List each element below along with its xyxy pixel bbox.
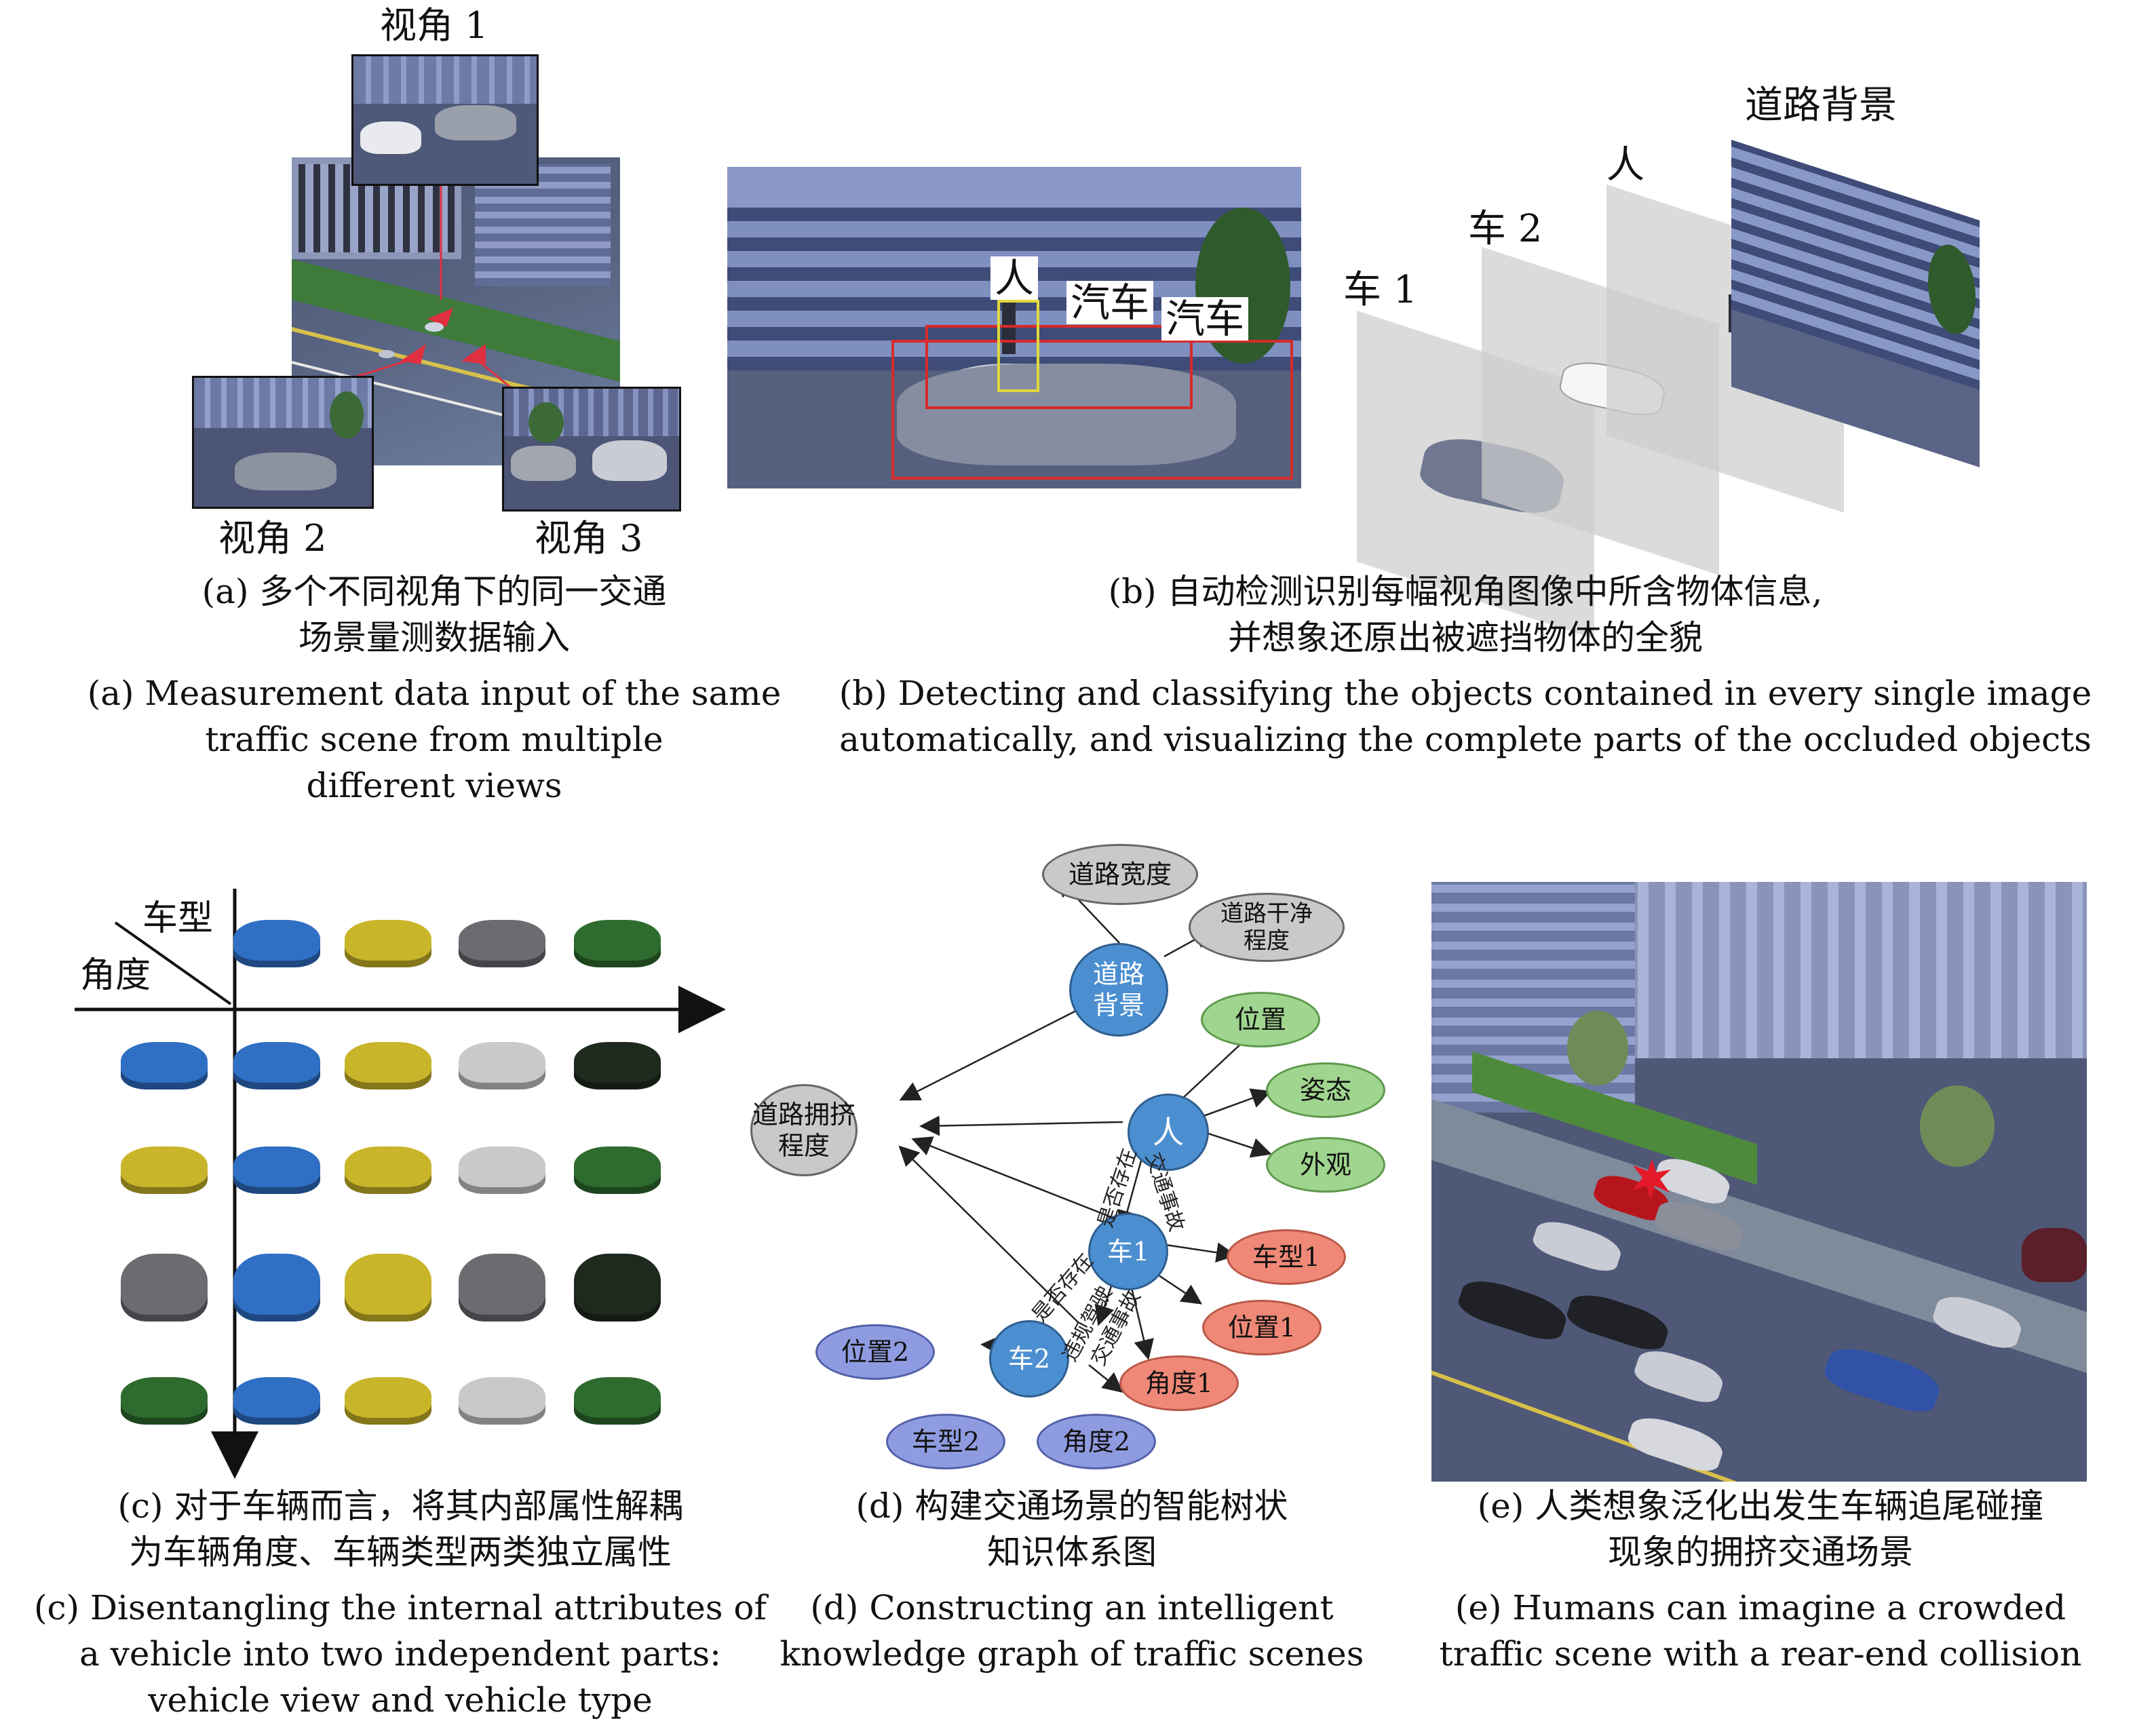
node-car1-position: 位置1 <box>1202 1300 1322 1355</box>
view2-image <box>192 376 374 509</box>
camera-markers <box>318 157 516 393</box>
node-car2-position: 位置2 <box>815 1324 935 1380</box>
caption-d-en: (d) Constructing an intelligent knowledg… <box>779 1588 1364 1674</box>
car-thumbnail <box>459 1042 545 1089</box>
bbox-car-front <box>891 340 1293 480</box>
layer-label-car1: 车 1 <box>1343 268 1418 312</box>
car-thumbnail <box>574 1042 661 1089</box>
car-thumbnail <box>574 1377 661 1425</box>
tag-car-1: 汽车 <box>1066 281 1154 324</box>
node-pose: 姿态 <box>1266 1062 1385 1118</box>
car-thumbnail <box>574 920 661 967</box>
camera-marker-3 <box>461 344 486 364</box>
car-thumbnail <box>121 1377 208 1425</box>
node-car2-angle: 角度2 <box>1037 1414 1156 1469</box>
node-road-clean: 道路干净程度 <box>1189 893 1345 962</box>
car-thumbnail <box>345 1146 431 1194</box>
axis-label-angle: 角度 <box>80 955 151 996</box>
car-thumbnail <box>574 1254 661 1322</box>
tag-person: 人 <box>990 256 1039 300</box>
node-car1-angle: 角度1 <box>1119 1355 1239 1411</box>
node-road-background: 道路背景 <box>1069 943 1168 1037</box>
view2-label: 视角 2 <box>218 517 327 560</box>
view3-image <box>502 387 681 512</box>
node-car2: 车2 <box>989 1320 1069 1397</box>
car-thumbnail <box>459 1146 545 1194</box>
camera-marker-2 <box>400 344 426 364</box>
node-position: 位置 <box>1201 992 1320 1047</box>
bbox-car-back <box>925 325 1193 409</box>
car-thumbnail <box>233 1146 320 1194</box>
node-congestion: 道路拥挤程度 <box>750 1084 858 1176</box>
caption-d-cn: (d) 构建交通场景的智能树状 知识体系图 <box>855 1486 1288 1572</box>
axis-label-type: 车型 <box>142 898 214 939</box>
node-appearance: 外观 <box>1266 1137 1385 1193</box>
node-car1-type: 车型1 <box>1227 1229 1346 1285</box>
car-thumbnail <box>345 920 431 967</box>
caption-e-en: (e) Humans can imagine a crowded traffic… <box>1439 1588 2082 1674</box>
view1-image <box>351 54 539 186</box>
tag-car-2: 汽车 <box>1161 297 1249 341</box>
crowded-traffic-image <box>1431 882 2087 1482</box>
car-thumbnail <box>345 1377 431 1425</box>
layer-label-person: 人 <box>1606 143 1644 187</box>
car-thumbnail <box>233 920 320 967</box>
layer-label-car2: 车 2 <box>1468 207 1543 251</box>
caption-e-cn: (e) 人类想象泛化出发生车辆追尾碰撞 现象的拥挤交通场景 <box>1477 1486 2044 1572</box>
caption-a-en: (a) Measurement data input of the same t… <box>87 674 782 805</box>
car-thumbnail <box>233 1254 320 1322</box>
car-thumbnail <box>459 920 545 967</box>
caption-a-cn: (a) 多个不同视角下的同一交通 场景量测数据输入 <box>201 572 667 657</box>
car-thumbnail <box>233 1377 320 1425</box>
caption-c-cn: (c) 对于车辆而言，将其内部属性解耦 为车辆角度、车辆类型两类独立属性 <box>117 1486 683 1572</box>
caption-c-en: (c) Disentangling the internal attribute… <box>33 1588 767 1720</box>
car-thumbnail <box>459 1377 545 1425</box>
car-thumbnail <box>574 1146 661 1194</box>
caption-b-cn: (b) 自动检测识别每幅视角图像中所含物体信息, 并想象还原出被遮挡物体的全貌 <box>1108 572 1823 657</box>
node-road-width: 道路宽度 <box>1042 844 1198 905</box>
view3-label: 视角 3 <box>535 517 643 560</box>
camera-marker-1 <box>427 308 453 327</box>
car-thumbnail <box>459 1254 545 1322</box>
caption-b-en: (b) Detecting and classifying the object… <box>839 674 2092 759</box>
car-thumbnail <box>345 1254 431 1322</box>
car-thumbnail <box>121 1254 208 1322</box>
car-thumbnail <box>233 1042 320 1089</box>
car-thumbnail <box>345 1042 431 1089</box>
node-person: 人 <box>1128 1094 1209 1171</box>
car-thumbnail <box>121 1042 208 1089</box>
node-car1: 车1 <box>1088 1213 1168 1290</box>
view1-label: 视角 1 <box>380 4 488 47</box>
node-car2-type: 车型2 <box>886 1414 1005 1469</box>
car-thumbnail <box>121 1146 208 1194</box>
bbox-person <box>997 300 1039 392</box>
layer-label-road: 道路背景 <box>1745 83 1897 128</box>
